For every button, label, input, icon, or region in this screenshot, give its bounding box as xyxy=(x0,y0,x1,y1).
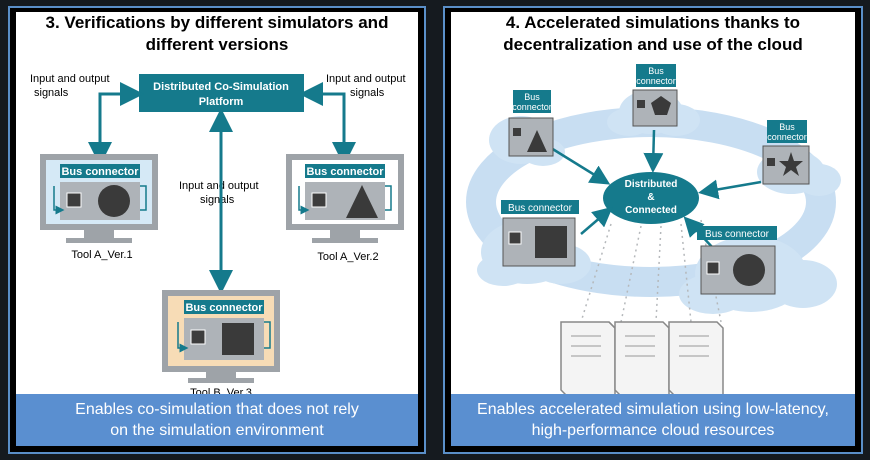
io-label-center-line1: Input and output xyxy=(179,180,259,192)
bus-connector-a1 xyxy=(60,164,140,178)
chip-icon xyxy=(508,231,522,245)
right-title-line1: 4. Accelerated simulations thanks to xyxy=(505,13,801,32)
bus-connector-a2-label: Bus connector xyxy=(306,166,384,178)
node-star-label-line2: connector xyxy=(767,132,807,142)
io-label-right-line1: Input and output xyxy=(326,73,406,85)
center-node xyxy=(603,172,699,224)
arrow-right xyxy=(299,82,356,166)
left-diagram: Distributed Co-Simulation Platform Input… xyxy=(30,73,406,398)
tool-b3-name: Tool B_Ver.3 xyxy=(190,387,252,398)
io-label-right-line2: signals xyxy=(350,87,385,99)
chip-icon xyxy=(66,192,82,208)
node-pentagon-label-line2: connector xyxy=(636,76,676,86)
platform-label-line1: Distributed Co-Simulation xyxy=(153,81,289,93)
left-diagram-area: 3. Verifications by different simulators… xyxy=(16,12,418,398)
right-caption-line2: high-performance cloud resources xyxy=(531,422,775,439)
io-label-center-line2: signals xyxy=(200,194,235,206)
tool-a1-name: Tool A_Ver.1 xyxy=(71,249,132,261)
pentagon-shape-icon xyxy=(651,96,671,115)
chip-icon xyxy=(311,192,327,208)
left-caption: Enables co-simulation that does not rely… xyxy=(16,394,418,446)
square-shape-icon xyxy=(535,226,567,258)
platform-label-line2: Platform xyxy=(199,96,244,108)
chip-icon xyxy=(513,128,521,136)
chip-icon xyxy=(767,158,775,166)
monitor-tool-a2: Bus connector xyxy=(286,154,404,243)
left-caption-line1: Enables co-simulation that does not rely xyxy=(75,401,359,418)
bus-connector-b3 xyxy=(184,300,264,314)
bus-connector-b3-label: Bus connector xyxy=(185,302,263,314)
monitor-tool-a1: Bus connector xyxy=(40,154,158,243)
server-rack-icon xyxy=(560,321,724,397)
star-shape-icon xyxy=(779,152,803,176)
center-label-line3: Connected xyxy=(625,205,677,216)
node-triangle: Bus connector xyxy=(508,90,554,157)
node-pentagon-label-line1: Bus xyxy=(648,66,664,76)
node-star: Bus connector xyxy=(762,120,810,185)
center-label-line2: & xyxy=(647,192,654,203)
triangle-shape-icon xyxy=(346,185,378,218)
bus-connector-a2 xyxy=(305,164,385,178)
server-links xyxy=(580,219,722,323)
bus-connector-a1-label: Bus connector xyxy=(61,166,139,178)
left-title-line1: 3. Verifications by different simulators… xyxy=(45,13,389,32)
platform-box xyxy=(139,74,304,112)
tool-a2-name: Tool A_Ver.2 xyxy=(317,251,378,263)
right-diagram-area: 4. Accelerated simulations thanks to dec… xyxy=(451,12,855,397)
right-diagram: Distributed & Connected Bus connector xyxy=(466,64,841,397)
left-caption-line2: on the simulation environment xyxy=(110,422,324,439)
arrow-left xyxy=(88,82,144,166)
node-triangle-label-line1: Bus xyxy=(524,92,540,102)
triangle-shape-icon xyxy=(527,130,547,152)
node-star-label-line1: Bus xyxy=(779,122,795,132)
right-caption-line1: Enables accelerated simulation using low… xyxy=(477,401,829,418)
center-label-line1: Distributed xyxy=(625,179,678,190)
chip-icon xyxy=(637,100,645,108)
io-label-left-line2: signals xyxy=(34,87,69,99)
node-square: Bus connector xyxy=(501,200,579,267)
left-title-line2: different versions xyxy=(145,35,289,54)
left-panel: 3. Verifications by different simulators… xyxy=(8,6,426,454)
right-panel: 4. Accelerated simulations thanks to dec… xyxy=(443,6,863,454)
right-title-line2: decentralization and use of the cloud xyxy=(503,35,803,54)
circle-shape-icon xyxy=(733,254,765,286)
square-shape-icon xyxy=(222,323,254,355)
chip-icon xyxy=(190,329,206,345)
node-circle: Bus connector xyxy=(697,226,777,295)
node-pentagon: Bus connector xyxy=(632,64,678,127)
chip-icon xyxy=(706,261,720,275)
node-circle-label: Bus connector xyxy=(705,229,770,240)
right-caption: Enables accelerated simulation using low… xyxy=(451,394,855,446)
node-square-label: Bus connector xyxy=(508,203,573,214)
monitor-tool-b3: Bus connector xyxy=(162,290,280,383)
io-label-left-line1: Input and output xyxy=(30,73,110,85)
circle-shape-icon xyxy=(98,185,130,217)
node-triangle-label-line2: connector xyxy=(512,102,552,112)
